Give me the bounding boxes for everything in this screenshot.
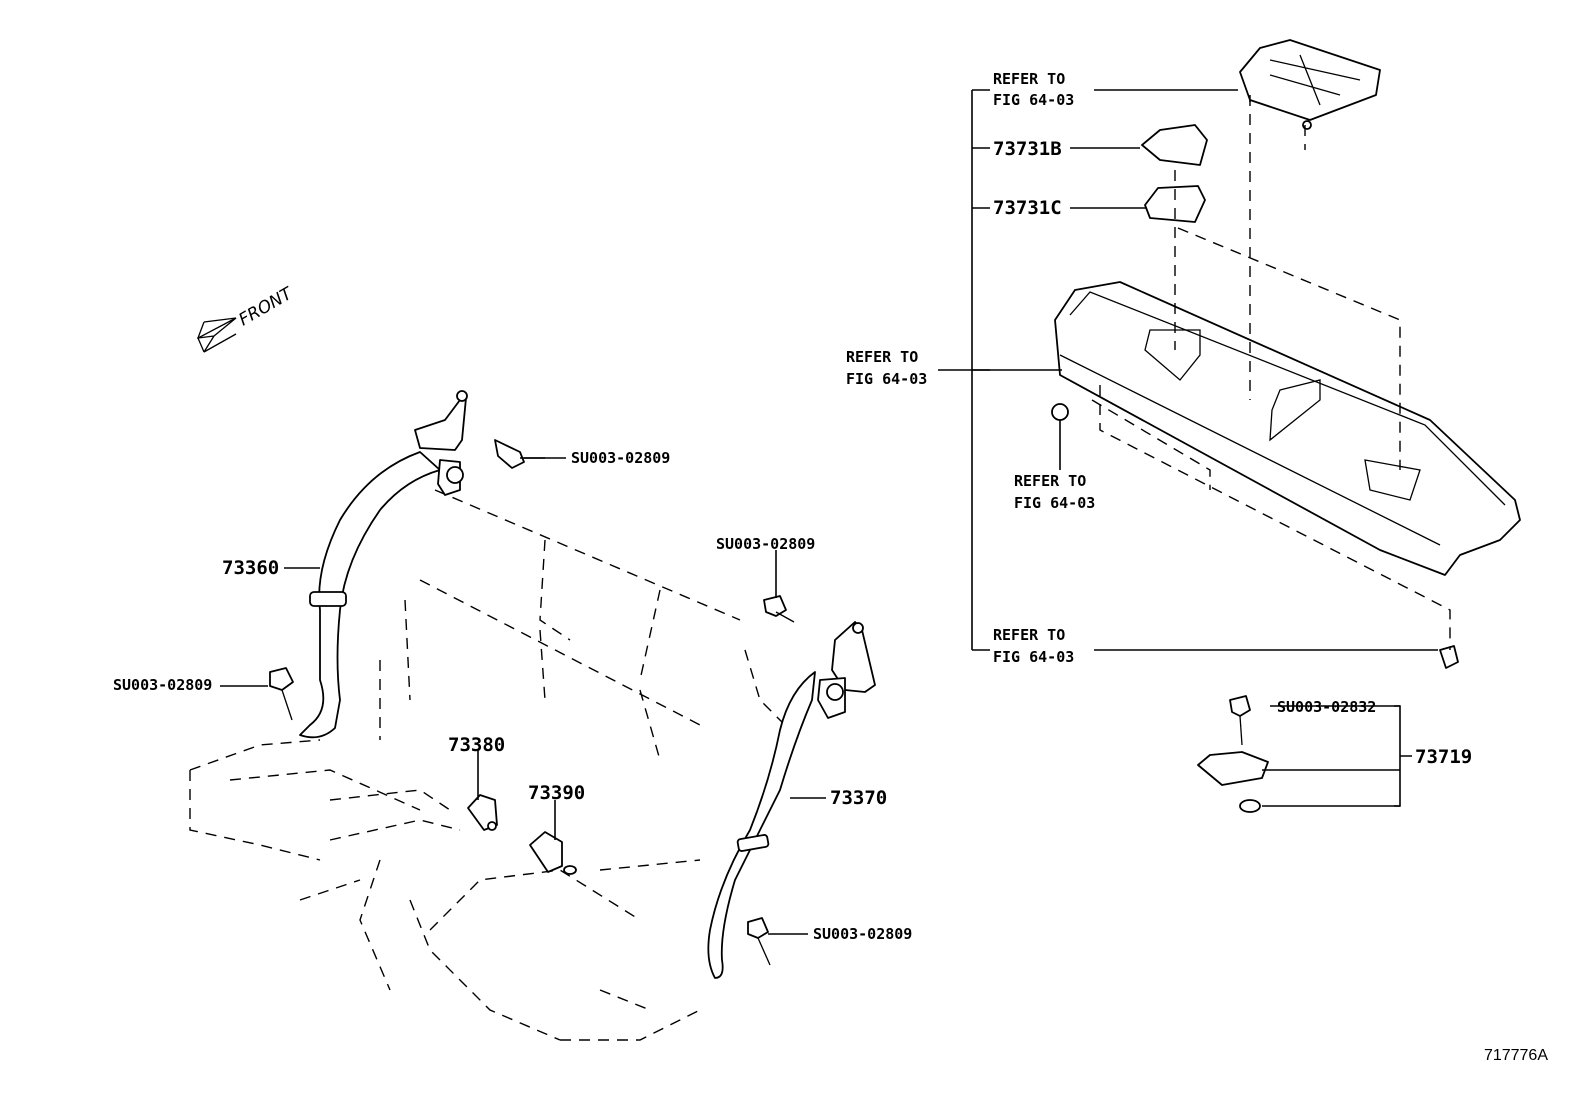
fastener-su003-02809: SU003-02809: [716, 535, 815, 553]
right-seat-belt-73370: [707, 621, 876, 979]
bolt-icon: [763, 595, 795, 623]
cover-73731C: [1144, 185, 1206, 223]
package-tray-trim: [1054, 281, 1521, 576]
fastener-su003-02832: SU003-02832: [1277, 698, 1376, 716]
fastener-su003-02809: SU003-02809: [813, 925, 912, 943]
part-number-73370: 73370: [830, 787, 887, 809]
clip-icon: [1439, 645, 1459, 669]
front-arrow-icon: [197, 317, 237, 353]
rear-seat-outline: [189, 489, 801, 1041]
illustration-id: 717776A: [1484, 1047, 1548, 1064]
bolt-icon: [747, 917, 771, 966]
part-number-73719: 73719: [1415, 746, 1472, 768]
left-seat-belt-73360: [299, 390, 468, 739]
buckle-73390: [529, 831, 577, 875]
fig-ref-label: FIG 64-03: [1014, 494, 1095, 512]
refer-to-label: REFER TO: [1014, 472, 1086, 490]
refer-to-label: REFER TO: [846, 348, 918, 366]
front-label: FRONT: [236, 283, 298, 330]
cover-73731B: [1141, 124, 1208, 166]
buckle-73380: [467, 794, 498, 831]
fastener-su003-02809: SU003-02809: [113, 676, 212, 694]
fastener-su003-02809: SU003-02809: [571, 449, 670, 467]
clip-icon: [1051, 403, 1069, 421]
part-number-73360: 73360: [222, 557, 279, 579]
part-number-73380: 73380: [448, 734, 505, 756]
part-number-73390: 73390: [528, 782, 585, 804]
leader-lines: [220, 89, 1438, 935]
fig-ref-label: FIG 64-03: [993, 91, 1074, 109]
fig-ref-label: FIG 64-03: [993, 648, 1074, 666]
bolt-icon: [269, 667, 294, 721]
bolt-icon: [494, 439, 545, 469]
part-number-73731C: 73731C: [993, 197, 1062, 219]
part-number-73731B: 73731B: [993, 138, 1062, 160]
refer-to-label: REFER TO: [993, 626, 1065, 644]
fig-ref-label: FIG 64-03: [846, 370, 927, 388]
speaker-grille-cover: [1239, 39, 1381, 130]
refer-to-label: REFER TO: [993, 70, 1065, 88]
bracket-set-73719: [1197, 695, 1269, 813]
